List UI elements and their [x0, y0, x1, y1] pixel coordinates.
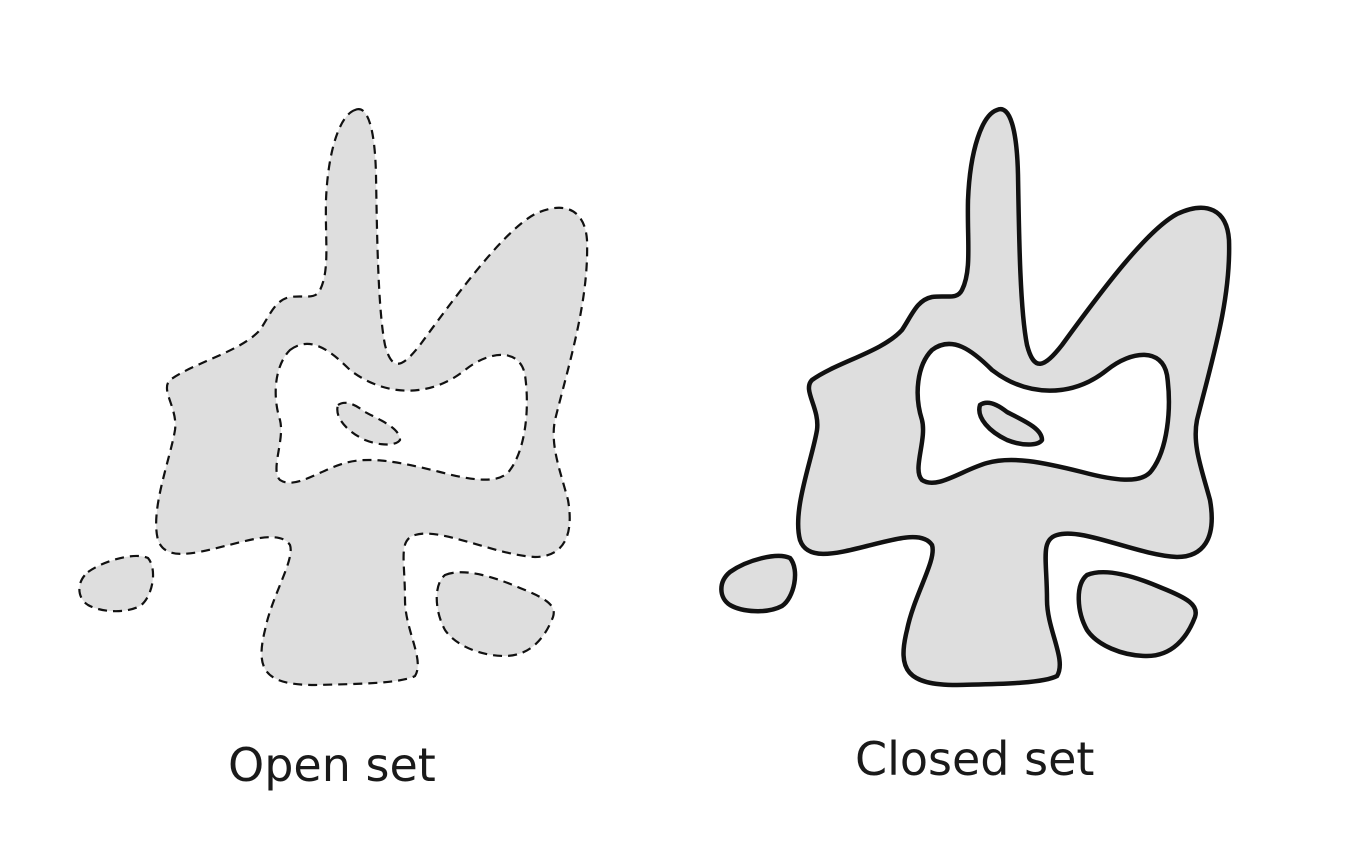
- open-set-caption: Open set: [228, 738, 436, 792]
- closed-set-caption: Closed set: [855, 732, 1095, 786]
- open-set-left-blob: [79, 555, 154, 612]
- closed-set-figure: [721, 109, 1229, 685]
- open-set-figure: [78, 108, 589, 687]
